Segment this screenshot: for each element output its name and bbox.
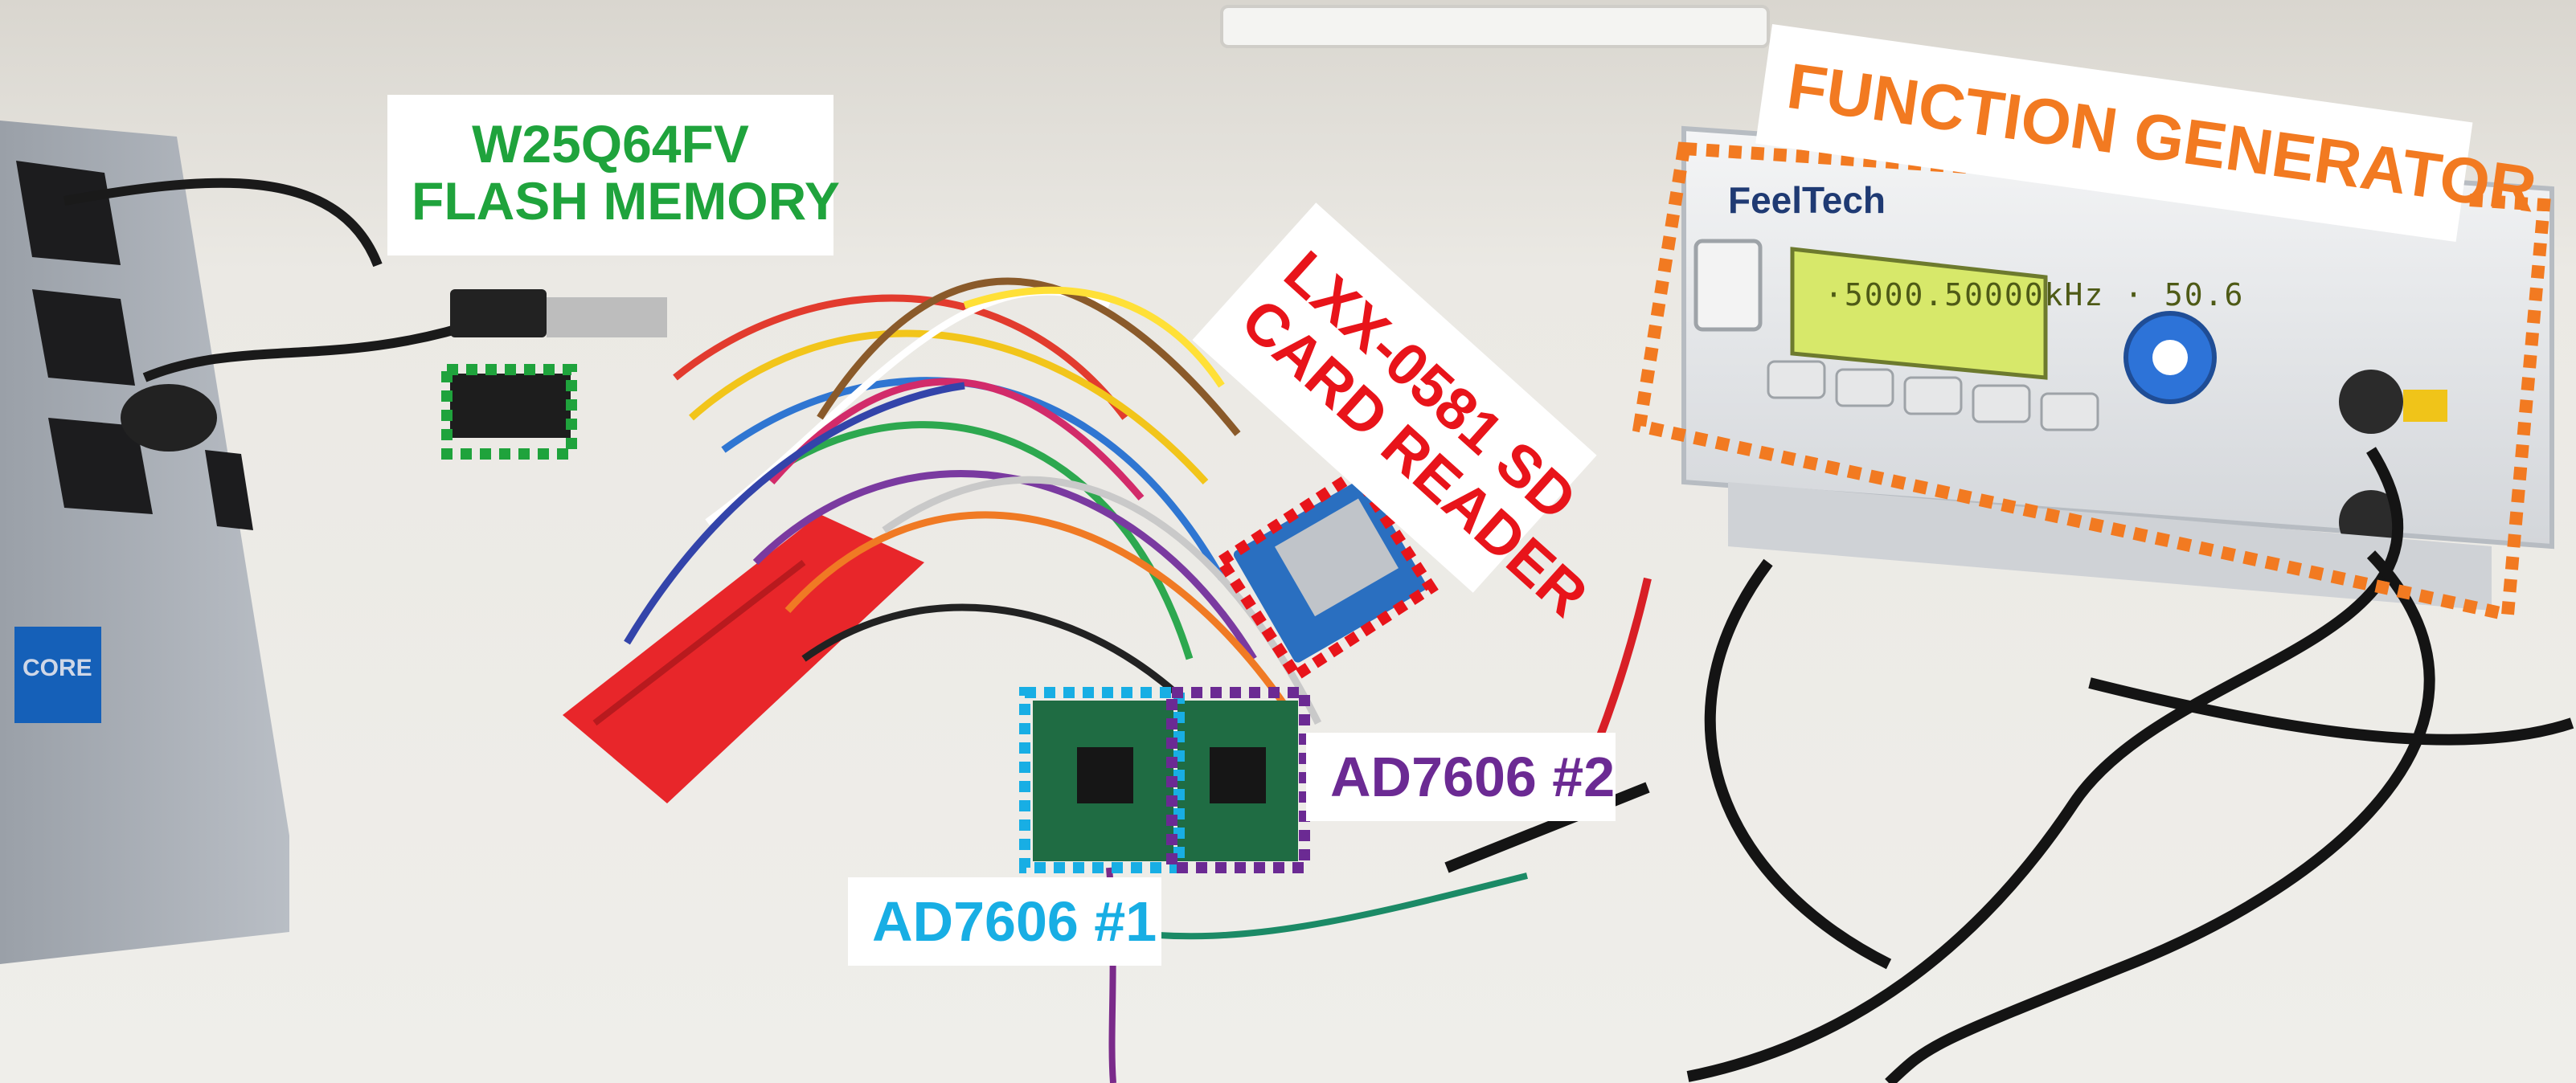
adc1-label-text: AD7606 #1 [872,890,1157,953]
function-generator-body [1681,125,2554,611]
flash-memory-label-line1: W25Q64FV [472,114,749,174]
adc1-highlight-box [1019,687,1185,873]
breadboard [563,514,924,803]
flash-board [450,374,571,438]
laptop [0,121,289,964]
fg-power-switch [1693,239,1763,332]
usb-metal [547,297,667,337]
usb-cable-2 [142,317,484,382]
power-strip [1220,5,1770,48]
laptop-sticker-text: CORE [23,655,92,681]
adc1-label: AD7606 #1 [848,877,1161,966]
adc2-label: AD7606 #2 [1306,733,1616,821]
usb-plug [450,289,547,337]
sd-highlight-box [1214,465,1439,684]
green-lead [1124,873,1528,940]
fg-lcd [1790,247,2048,380]
flash-memory-label: W25Q64FV FLASH MEMORY [387,95,840,255]
intel-sticker [14,627,101,723]
flash-highlight-box [441,364,577,460]
fg-brand: FeelTech [1728,179,1886,221]
adc2-highlight-box [1166,687,1310,873]
cable-coil [121,384,217,452]
flash-memory-label-line2: FLASH MEMORY [412,171,840,231]
fg-lcd-readout: ·5000.50000kHz · 50.6 [1824,277,2245,313]
adc2-label-text: AD7606 #2 [1330,746,1616,808]
usb-cable-1 [63,178,383,268]
